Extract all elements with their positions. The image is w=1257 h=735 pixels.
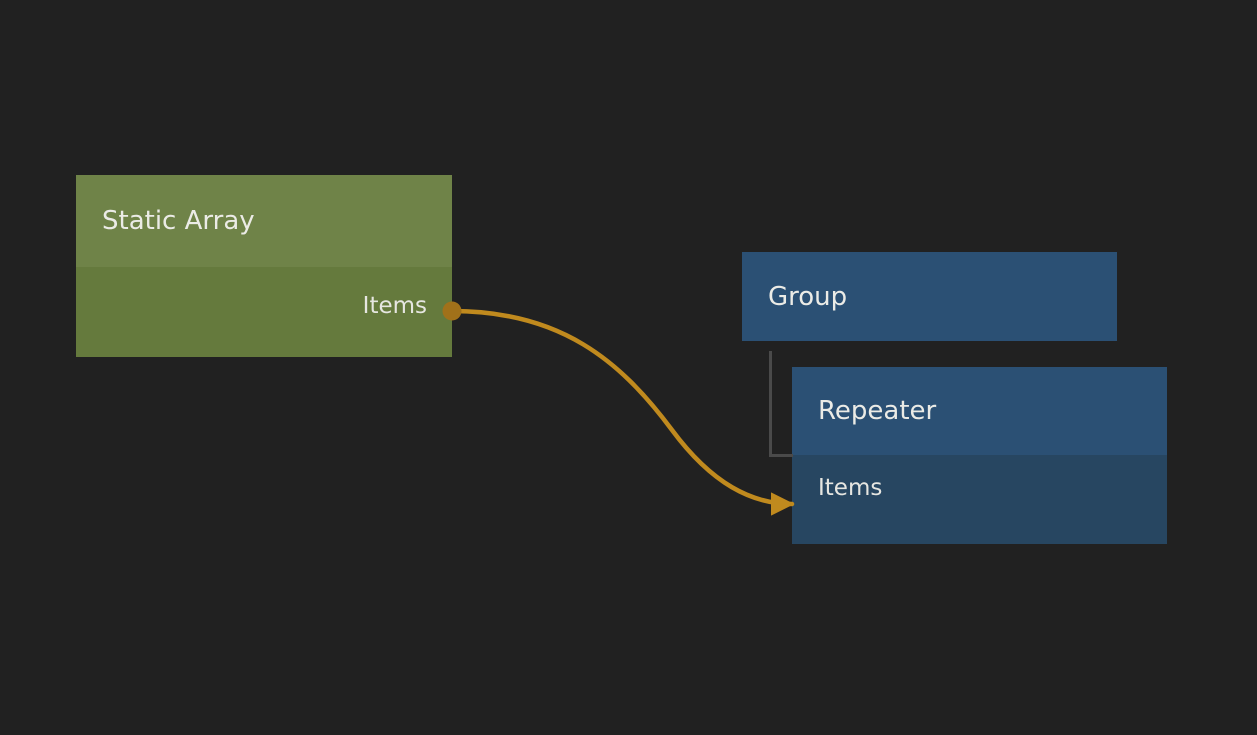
node-static-array[interactable]: Static Array Items [76,175,452,357]
node-group-header[interactable]: Group [742,252,1117,341]
node-group-title: Group [768,281,848,312]
node-static-array-body: Items [76,267,452,357]
edge-static-array-items-to-repeater-items [449,308,795,516]
node-static-array-title: Static Array [102,206,255,236]
node-repeater-header[interactable]: Repeater [792,367,1167,455]
node-static-array-header[interactable]: Static Array [76,175,452,267]
node-repeater[interactable]: Repeater Items [792,367,1167,544]
node-group[interactable]: Group [742,252,1117,341]
node-repeater-body: Items [792,455,1167,544]
port-repeater-items-label: Items [818,475,883,501]
node-repeater-title: Repeater [818,396,937,426]
group-to-repeater-elbow [769,351,793,457]
port-repeater-items[interactable]: Items [792,475,882,501]
port-static-array-items[interactable]: Items [363,293,452,319]
port-static-array-items-label: Items [362,293,427,319]
